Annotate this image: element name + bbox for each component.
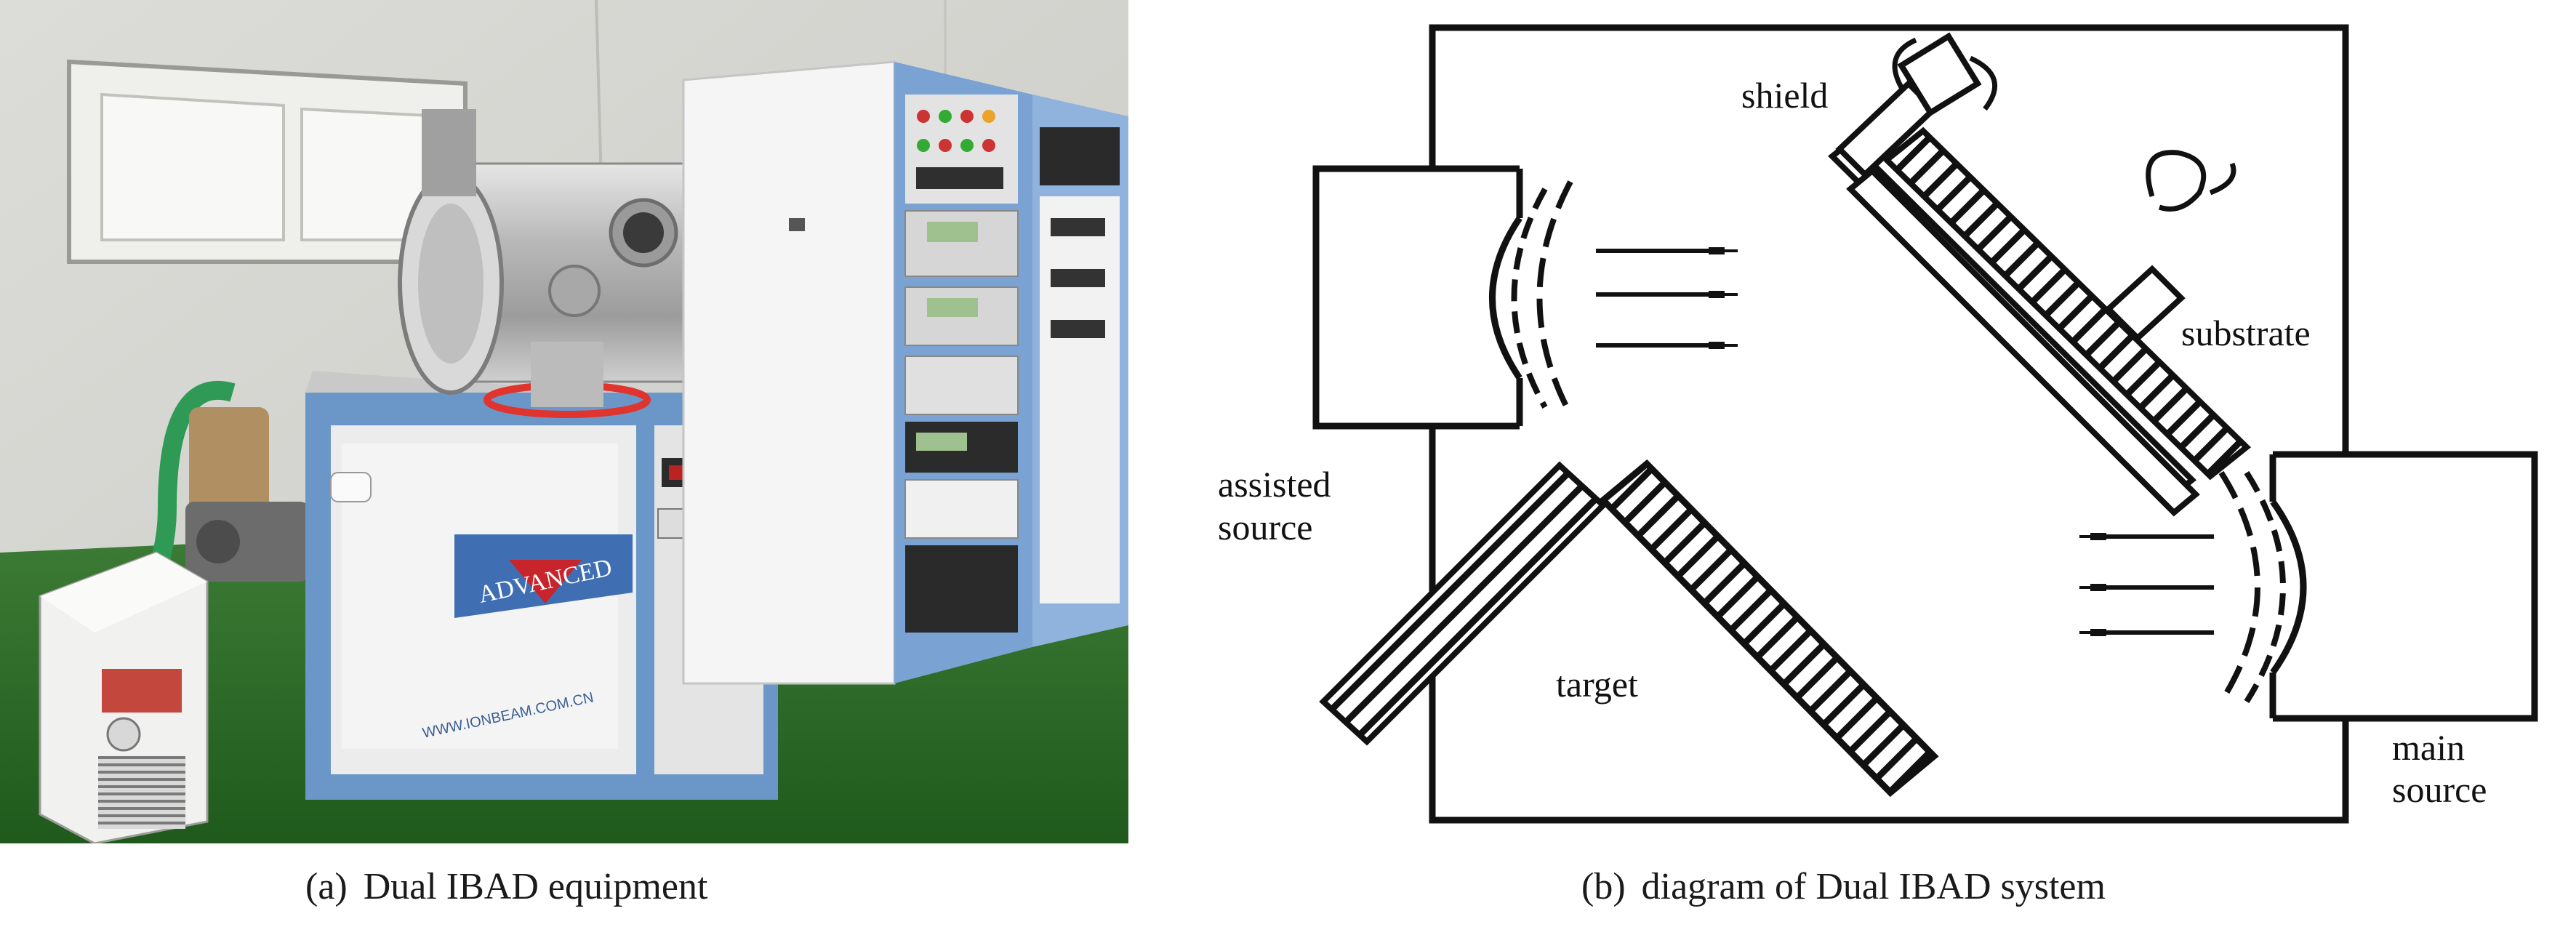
main-ion-beams xyxy=(2079,533,2214,636)
ibad-diagram: shield substrate assisted source target … xyxy=(1218,24,2538,824)
wall-window xyxy=(67,59,468,264)
assisted-ion-beams xyxy=(1596,247,1738,349)
label-target: target xyxy=(1556,664,1638,705)
caption-b-prefix: (b) xyxy=(1581,866,1626,907)
equipment-photo: ADVANCED WWW.IONBEAM.COM.CN xyxy=(0,0,1128,843)
main-source xyxy=(2218,451,2538,722)
label-main-source-line1: main xyxy=(2392,727,2465,768)
vacuum-chamber xyxy=(398,109,758,418)
label-main-source-line2: source xyxy=(2392,769,2487,810)
chiller-unit xyxy=(39,551,209,843)
substrate-assembly xyxy=(1846,127,2252,517)
caption-a-text: Dual IBAD equipment xyxy=(363,866,708,907)
equipment-photo-panel: ADVANCED WWW.IONBEAM.COM.CN xyxy=(0,0,1128,935)
assisted-source xyxy=(1312,165,1573,430)
caption-a-prefix: (a) xyxy=(305,866,348,907)
label-shield: shield xyxy=(1741,75,1828,116)
target-assembly xyxy=(1319,461,1608,746)
control-rack xyxy=(682,60,1128,685)
vacuum-pump xyxy=(185,407,309,582)
caption-b-text: diagram of Dual IBAD system xyxy=(1641,866,2106,907)
target-plates xyxy=(1598,459,1939,798)
label-assisted-source-line1: assisted xyxy=(1218,464,1331,505)
label-assisted-source-line2: source xyxy=(1218,507,1313,547)
caption-a: (a) Dual IBAD equipment xyxy=(305,865,707,908)
label-substrate: substrate xyxy=(2181,313,2311,353)
caption-b: (b) diagram of Dual IBAD system xyxy=(1581,865,2106,908)
ibad-diagram-panel: shield substrate assisted source target … xyxy=(1207,0,2576,935)
